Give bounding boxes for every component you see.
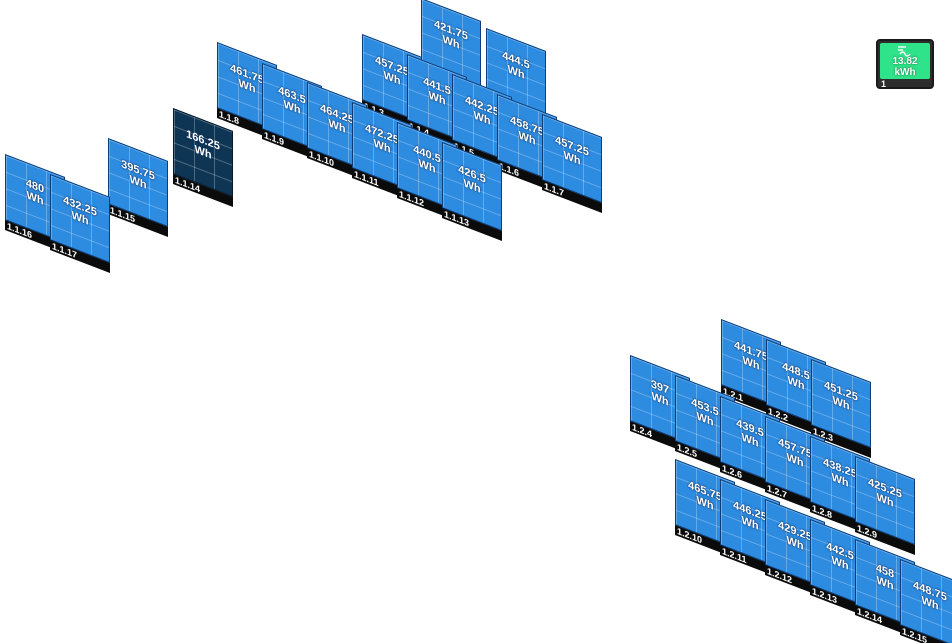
power-meter[interactable]: 13.82 kWh 1 <box>876 39 934 89</box>
meter-value: 13.82 <box>892 56 918 67</box>
power-meter-icon <box>898 46 911 57</box>
meter-display: 13.82 kWh <box>880 43 930 79</box>
meter-unit: kWh <box>894 67 916 78</box>
meter-reading: 13.82 kWh <box>880 56 930 78</box>
meter-id-label: 1 <box>881 79 887 89</box>
